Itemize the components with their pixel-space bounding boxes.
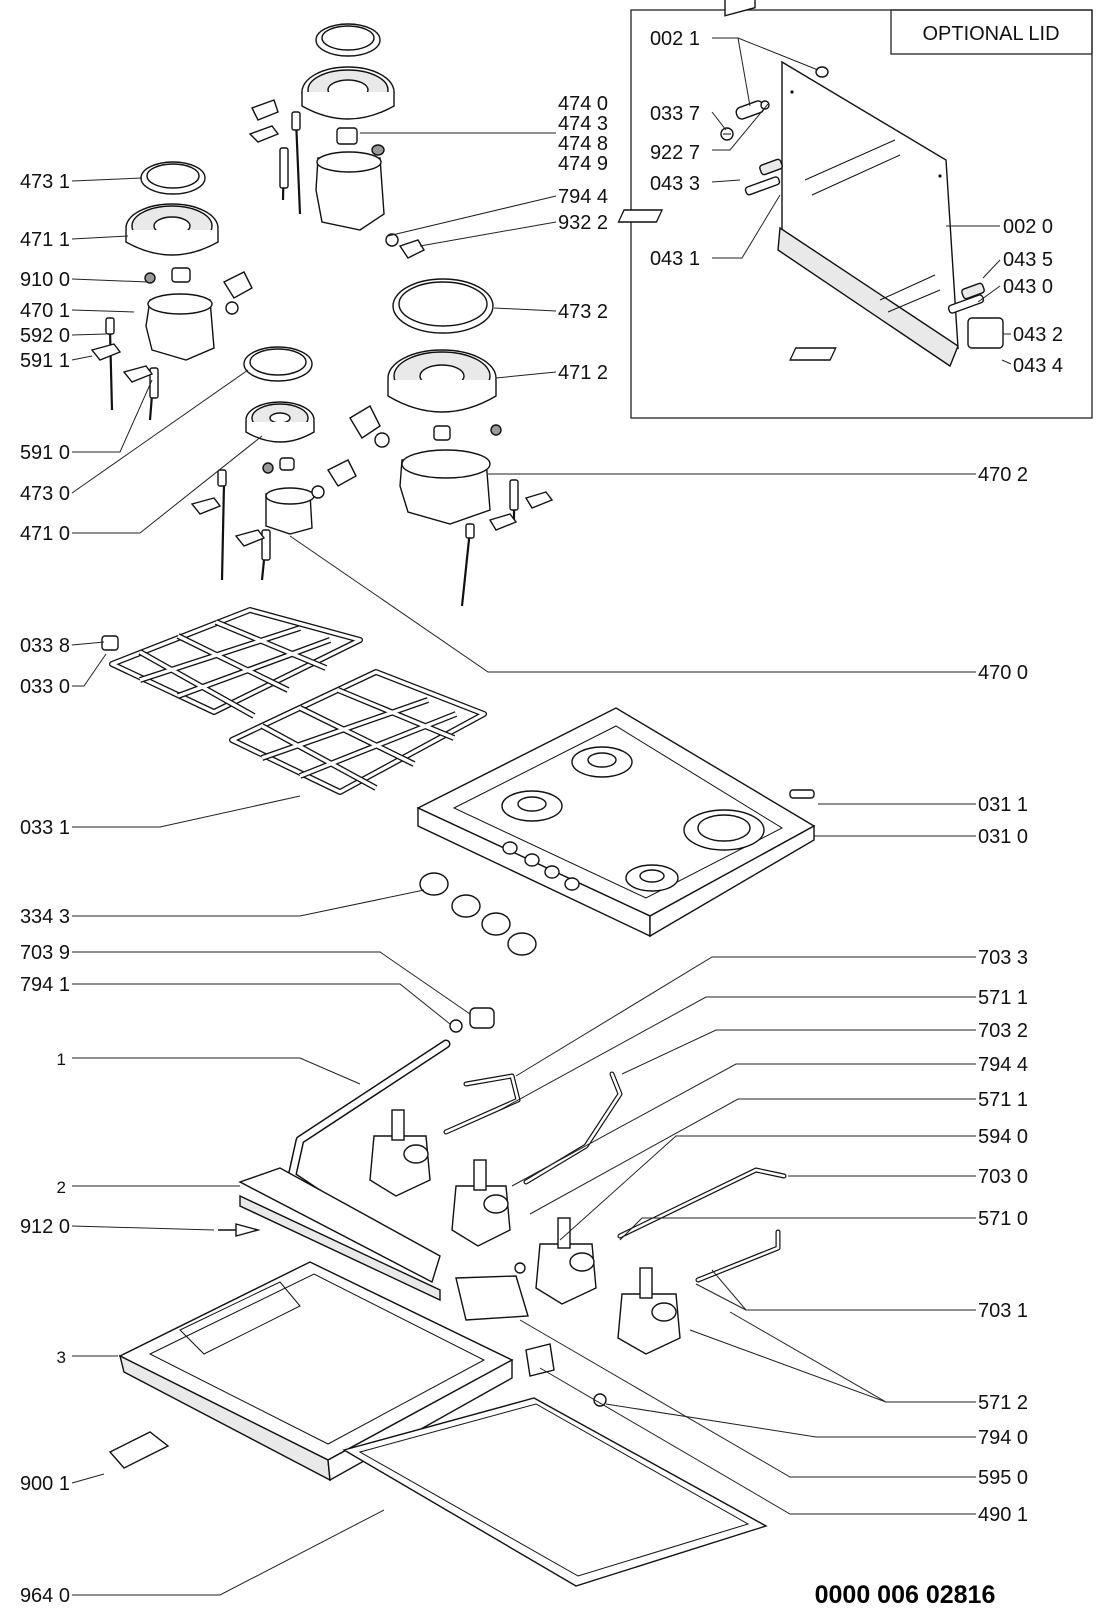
- label-7039: 703 9: [20, 942, 70, 964]
- lid-hinge-hardware: [617, 0, 1004, 361]
- label-4700: 470 0: [978, 662, 1028, 684]
- label-0331: 033 1: [20, 817, 70, 839]
- label-5911: 591 1: [20, 350, 70, 372]
- small-burner-assembly: [190, 346, 357, 581]
- label-7944b: 794 4: [978, 1054, 1028, 1076]
- label-4701: 470 1: [20, 300, 70, 322]
- label-9227: 922 7: [650, 142, 700, 164]
- label-2: 2: [57, 1178, 66, 1197]
- pan-supports: [101, 607, 487, 795]
- label-5940: 594 0: [978, 1126, 1028, 1148]
- label-0430: 043 0: [1003, 276, 1053, 298]
- label-5710: 571 0: [978, 1208, 1028, 1230]
- label-0433: 043 3: [650, 173, 700, 195]
- right-labels: 470 2 470 0 031 1 031 0 703 3 571 1 703 …: [978, 464, 1028, 1526]
- label-4749: 474 9: [558, 153, 608, 175]
- label-5910: 591 0: [20, 442, 70, 464]
- right-leaders: [289, 132, 976, 1515]
- label-9640: 964 0: [20, 1585, 70, 1607]
- label-0434: 043 4: [1013, 355, 1063, 377]
- base-and-chassis: [108, 1167, 768, 1587]
- label-0330: 033 0: [20, 676, 70, 698]
- optional-lid-title-box: [890, 9, 1093, 55]
- document-number: 0000 006 02816: [815, 1581, 996, 1609]
- valve-4: [617, 1267, 681, 1355]
- label-4712: 471 2: [558, 362, 608, 384]
- left-labels: 473 1 471 1 910 0 470 1 592 0 591 1 591 …: [20, 171, 70, 1607]
- label-7033: 703 3: [978, 947, 1028, 969]
- label-4901: 490 1: [978, 1504, 1028, 1526]
- optional-lid-panel: OPTIONAL LID: [617, 0, 1093, 419]
- control-knobs: [419, 872, 537, 956]
- hob-top-panel: [416, 707, 816, 938]
- label-4748: 474 8: [558, 133, 608, 155]
- rear-burner-assembly: [248, 23, 425, 259]
- label-0431: 043 1: [650, 248, 700, 270]
- label-4702: 470 2: [978, 464, 1028, 486]
- label-9100: 910 0: [20, 269, 70, 291]
- label-4711: 471 1: [20, 229, 70, 251]
- label-4732: 473 2: [558, 301, 608, 323]
- label-1: 1: [57, 1050, 66, 1069]
- label-3: 3: [57, 1348, 66, 1367]
- label-7030: 703 0: [978, 1166, 1028, 1188]
- label-4743: 474 3: [558, 113, 608, 135]
- label-5950: 595 0: [978, 1467, 1028, 1489]
- label-0338: 033 8: [20, 635, 70, 657]
- mid-labels: 474 0 474 3 474 8 474 9 794 4 932 2 473 …: [558, 93, 608, 384]
- label-4740: 474 0: [558, 93, 608, 115]
- label-4730: 473 0: [20, 483, 70, 505]
- label-4710: 471 0: [20, 523, 70, 545]
- valve-3: [535, 1217, 597, 1305]
- label-7031: 703 1: [978, 1300, 1028, 1322]
- label-3343: 334 3: [20, 906, 70, 928]
- optional-lid-title: OPTIONAL LID: [922, 23, 1059, 45]
- label-0021: 002 1: [650, 28, 700, 50]
- label-9120: 912 0: [20, 1216, 70, 1238]
- valve-1: [369, 1109, 431, 1197]
- label-9001: 900 1: [20, 1473, 70, 1495]
- label-0311: 031 1: [978, 794, 1028, 816]
- label-0310: 031 0: [978, 826, 1028, 848]
- glass-lid: [777, 60, 959, 368]
- label-0435: 043 5: [1003, 249, 1053, 271]
- label-7941: 794 1: [20, 974, 70, 996]
- valve-2: [451, 1159, 511, 1247]
- label-5712: 571 2: [978, 1392, 1028, 1414]
- label-7940: 794 0: [978, 1427, 1028, 1449]
- label-7032: 703 2: [978, 1020, 1028, 1042]
- label-5711b: 571 1: [978, 1089, 1028, 1111]
- label-7944a: 794 4: [558, 186, 608, 208]
- large-burner-assembly: [349, 278, 554, 607]
- label-0337: 033 7: [650, 103, 700, 125]
- label-4731: 473 1: [20, 171, 70, 193]
- label-0432: 043 2: [1013, 324, 1063, 346]
- left-leaders: [71, 177, 471, 1596]
- label-0020: 002 0: [1003, 216, 1053, 238]
- label-5711a: 571 1: [978, 987, 1028, 1009]
- label-5920: 592 0: [20, 325, 70, 347]
- label-9322: 932 2: [558, 212, 608, 234]
- left-burner-assembly: [90, 161, 253, 421]
